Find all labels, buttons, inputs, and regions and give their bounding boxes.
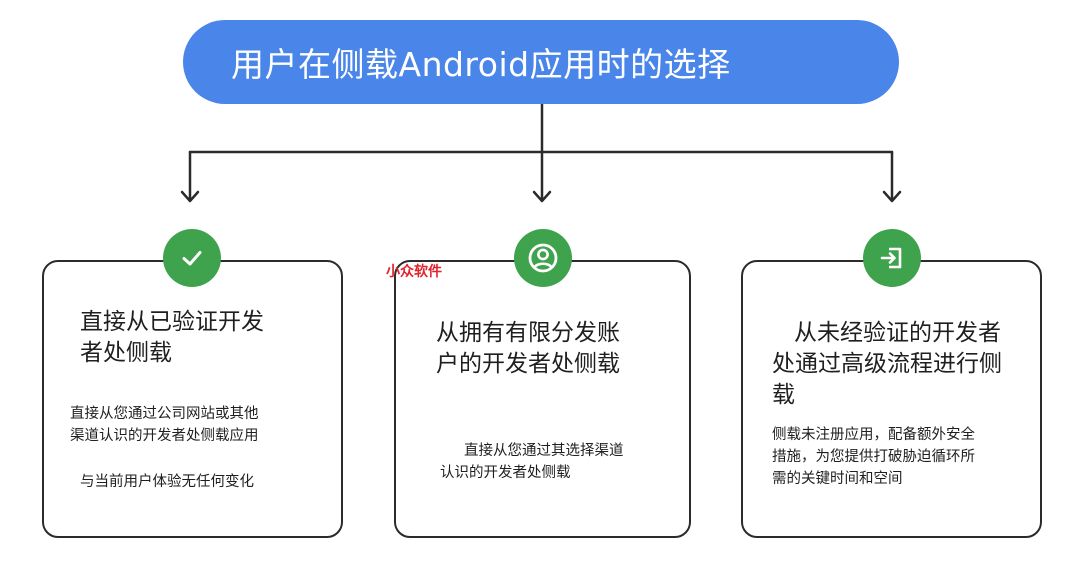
card-2-description: 直接从您通过其选择渠道 认识的开发者处侧载: [440, 443, 624, 481]
diagram-title: 用户在侧载Android应用时的选择: [183, 20, 899, 104]
option-card-limited-distribution: [394, 260, 691, 538]
card-3-description: 侧载未注册应用，配备额外安全 措施，为您提供打破胁迫循环所 需的关键时间和空间: [772, 427, 975, 487]
card-2-heading: 从拥有有限分发账 户的开发者处侧载: [436, 320, 620, 377]
check-icon: [163, 229, 221, 287]
right-arrow-head: [882, 190, 902, 203]
account-circle-icon: [514, 229, 572, 287]
watermark-text: 小众软件: [386, 264, 442, 280]
title-text: 用户在侧载Android应用时的选择: [231, 45, 731, 84]
login-arrow-icon: [863, 229, 921, 287]
left-arrow-head: [180, 190, 200, 203]
card-1-note: 与当前用户体验无任何变化: [80, 474, 254, 490]
card-3-heading: 从未经验证的开发者 处通过高级流程进行侧 载: [772, 320, 1002, 408]
center-arrow-head: [532, 190, 552, 203]
card-1-description: 直接从您通过公司网站或其他 渠道认识的开发者处侧载应用: [70, 406, 259, 444]
option-card-verified: [42, 260, 343, 538]
card-1-heading: 直接从已验证开发 者处侧载: [80, 309, 264, 366]
